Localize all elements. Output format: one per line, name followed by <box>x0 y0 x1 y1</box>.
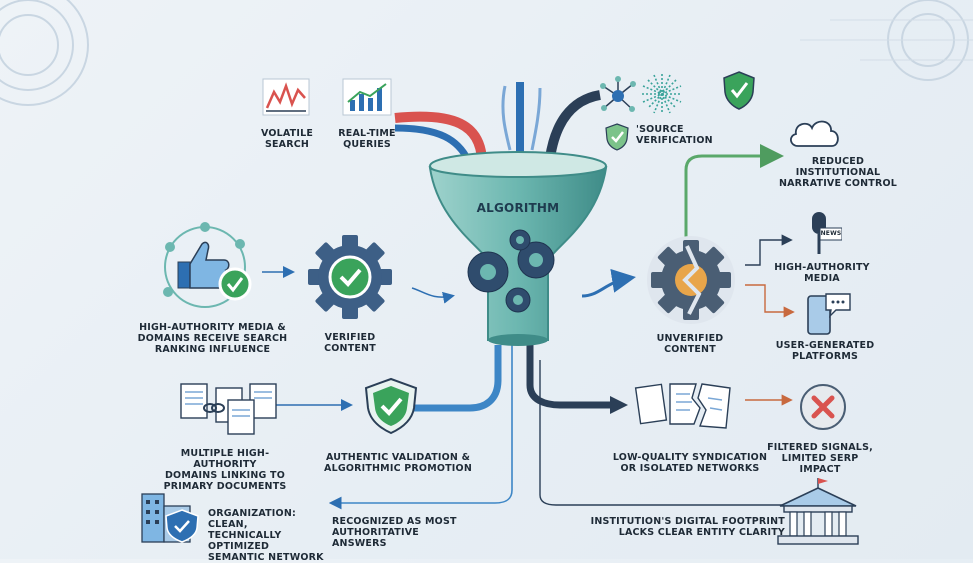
starburst-icon <box>642 74 682 114</box>
low-quality-label: LOW-QUALITY SYNDICATION OR ISOLATED NETW… <box>612 452 768 474</box>
high-authority-influence-label: HIGH-AUTHORITY MEDIA & DOMAINS RECEIVE S… <box>137 322 288 355</box>
red-input-arrow <box>394 111 487 161</box>
verified-content-label: VERIFIED CONTENT <box>324 332 376 354</box>
high-authority-media-label: HIGH-AUTHORITY MEDIA <box>774 262 870 284</box>
torn-documents-icon <box>634 383 731 429</box>
shield-check-icon <box>723 71 755 110</box>
smartphone-chat-icon <box>807 293 851 335</box>
organization-label: ORGANIZATION: CLEAN, TECHNICALLY OPTIMIZ… <box>208 508 324 563</box>
cloud-icon <box>790 120 839 147</box>
reduced-control-label: REDUCED INSTITUTIONAL NARRATIVE CONTROL <box>778 156 898 189</box>
navy-input-arrow <box>545 90 602 159</box>
filtered-signals-label: FILTERED SIGNALS, LIMITED SERP IMPACT <box>767 442 873 475</box>
rejected-x-icon <box>800 384 846 430</box>
recognized-line <box>328 345 513 510</box>
institution-footprint-label: INSTITUTION'S DIGITAL FOOTPRINT LACKS CL… <box>590 516 785 538</box>
algorithm-funnel <box>428 151 608 346</box>
volatile-search-label: VOLATILE SEARCH <box>260 128 314 150</box>
volatile-chart-icon <box>262 78 310 116</box>
small-shield-icon <box>605 123 629 151</box>
user-generated-label: USER-GENERATED PLATFORMS <box>775 340 875 362</box>
linked-documents-icon <box>180 383 277 435</box>
validation-shield-icon <box>364 377 418 435</box>
network-node-icon <box>600 76 636 112</box>
broken-gear-icon <box>647 236 735 324</box>
realtime-chart-icon <box>342 78 392 116</box>
organization-building-icon <box>141 493 199 543</box>
verified-gear-icon <box>308 235 392 319</box>
unverified-content-label: UNVERIFIED CONTENT <box>656 333 724 355</box>
institution-building-icon <box>777 478 859 545</box>
news-badge: NEWS <box>820 230 842 237</box>
authentic-validation-label: AUTHENTIC VALIDATION & ALGORITHMIC PROMO… <box>324 452 472 474</box>
institution-line <box>539 360 790 506</box>
thumbs-up-network-icon <box>163 222 252 308</box>
output-pipe-right <box>526 345 612 409</box>
recognized-label: RECOGNIZED AS MOST AUTHORITATIVE ANSWERS <box>332 516 457 549</box>
realtime-queries-label: REAL-TIME QUERIES <box>338 128 396 150</box>
output-pipe-left <box>410 345 502 412</box>
news-microphone-icon <box>812 212 842 254</box>
multiple-domains-label: MULTIPLE HIGH-AUTHORITY DOMAINS LINKING … <box>163 448 287 492</box>
green-reduced-arrow <box>684 144 784 242</box>
source-verification-label: 'SOURCE VERIFICATION <box>636 124 713 146</box>
funnel-title: ALGORITHM <box>476 201 560 215</box>
